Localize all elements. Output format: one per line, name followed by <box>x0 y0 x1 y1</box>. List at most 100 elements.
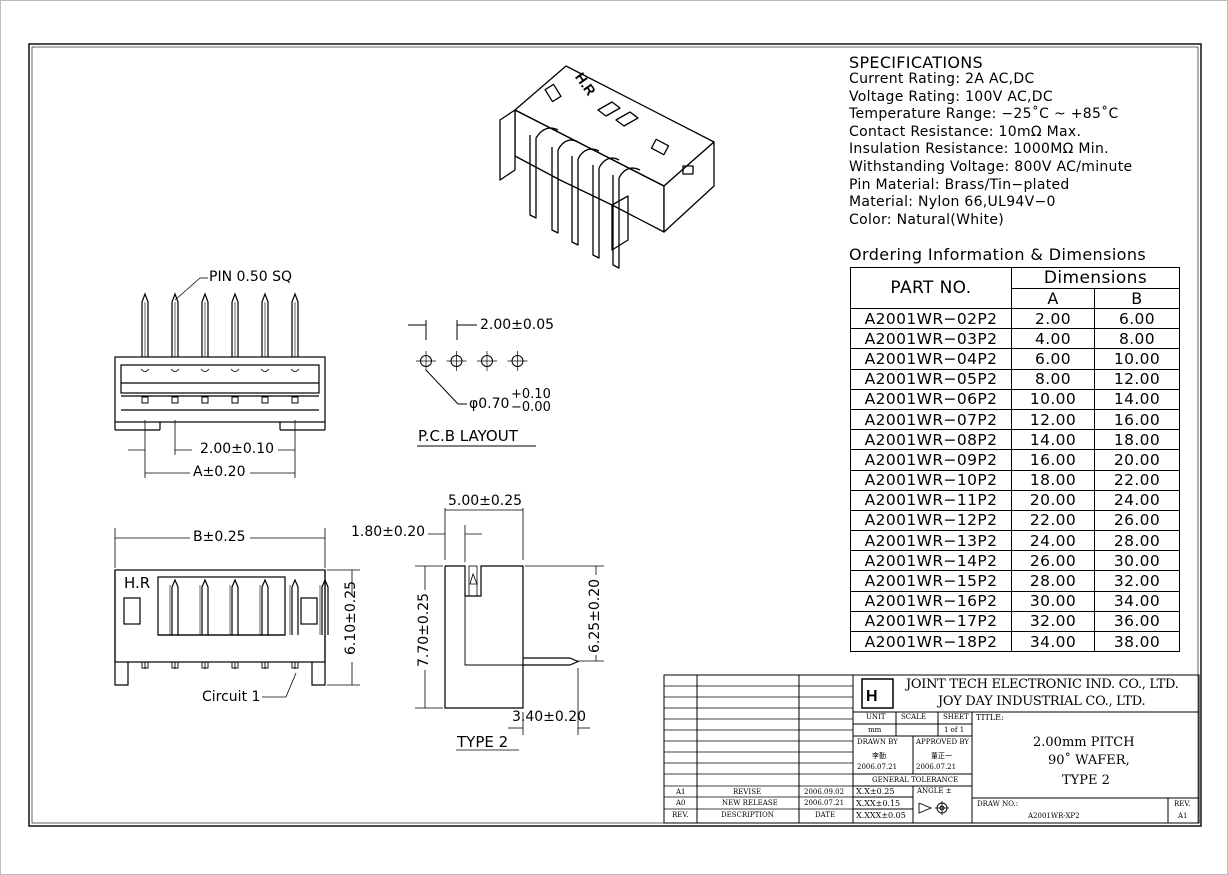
title-line-3: TYPE 2 <box>1062 773 1110 788</box>
outer-border <box>28 43 1202 827</box>
general-tolerance-label: GENERAL TOLERANCE <box>872 776 959 784</box>
part-number-cell: A2001WR−09P2 <box>850 449 1012 471</box>
front-view-pin <box>140 292 150 404</box>
front-view-dims <box>128 277 296 478</box>
front-view-pin <box>290 292 300 404</box>
part-number-cell: A2001WR−04P2 <box>850 348 1012 370</box>
hole-tolerance-minus: −0.00 <box>511 400 551 415</box>
a-dimension-label: A±0.20 <box>193 464 246 480</box>
front-view-pin <box>230 292 240 404</box>
hole-tolerance-plus: +0.10 <box>511 387 551 402</box>
dim-b-cell: 16.00 <box>1094 408 1180 431</box>
dim-a-cell: 30.00 <box>1011 590 1095 612</box>
approved-by-label: APPROVED BY <box>916 738 970 746</box>
rev-row-1-desc: REVISE <box>733 788 762 796</box>
rev-row-1-date: 2006.09.02 <box>804 788 845 796</box>
dim-a-cell: 8.00 <box>1011 368 1095 390</box>
specifications: SPECIFICATIONS Current Rating: 2A AC,DC … <box>849 54 1132 229</box>
spec-line: Contact Resistance: 10mΩ Max. <box>849 123 1082 140</box>
spec-line: Insulation Resistance: 1000MΩ Min. <box>849 141 1109 158</box>
company-name-1: JOINT TECH ELECTRONIC IND. CO., LTD. <box>906 677 1179 692</box>
part-number-cell: A2001WR−11P2 <box>850 489 1012 511</box>
dim-b-cell: 6.00 <box>1094 307 1180 330</box>
angle-label: ANGLE ± <box>917 787 952 795</box>
draw-no-value: A2001WR-XP2 <box>1028 812 1080 820</box>
spec-line: Color: Natural(White) <box>849 211 1005 228</box>
part-number-cell: A2001WR−18P2 <box>850 630 1012 653</box>
drawn-by-name: 李勤 <box>872 752 886 760</box>
top-view-pin <box>201 578 239 669</box>
pcb-hole <box>507 351 528 371</box>
top-view-dims <box>114 528 360 698</box>
tolerance-1: X.X±0.25 <box>856 787 895 796</box>
col-a: A <box>1011 288 1095 309</box>
front-view-pin <box>200 292 210 404</box>
spec-line: Current Rating: 2A AC,DC <box>849 71 1035 87</box>
col-part-no: PART NO. <box>850 267 1012 309</box>
pitch-tolerance-label: 2.00±0.10 <box>200 441 275 457</box>
dim-a-cell: 18.00 <box>1011 469 1095 491</box>
dim-b-cell: 36.00 <box>1094 610 1180 633</box>
front-view-pin <box>260 292 270 404</box>
dim-b-cell: 8.00 <box>1094 328 1180 350</box>
rev-row-2-rev: A0 <box>676 799 686 807</box>
title-block <box>663 674 1200 824</box>
tolerance-3: X.XXX±0.05 <box>856 811 906 820</box>
approved-date: 2006.07.21 <box>916 763 957 771</box>
isometric-connector-view <box>499 65 715 269</box>
part-number-cell: A2001WR−16P2 <box>850 590 1012 612</box>
dim-a-cell: 12.00 <box>1011 408 1095 431</box>
top-view-pin <box>171 578 209 669</box>
dim-b-cell: 18.00 <box>1094 429 1180 451</box>
top-view <box>114 569 329 686</box>
col-dimensions: Dimensions <box>1011 267 1180 289</box>
height-610-label: 6.10±0.25 <box>343 580 359 655</box>
part-number-cell: A2001WR−17P2 <box>850 610 1012 633</box>
type2-caption: TYPE 2 <box>457 733 509 751</box>
rev-header-description: DESCRIPTION <box>721 811 774 819</box>
part-number-cell: A2001WR−03P2 <box>850 328 1012 350</box>
title-line-2: 90˚ WAFER, <box>1048 753 1130 768</box>
spec-line: Temperature Range: −25˚C ~ +85˚C <box>849 106 1119 123</box>
inner-border <box>31 46 1199 824</box>
pcb-layout-caption: P.C.B LAYOUT <box>418 427 518 445</box>
dim-625-label: 6.25±0.20 <box>587 578 603 653</box>
drawn-by-label: DRAWN BY <box>857 738 898 746</box>
dim-b-cell: 30.00 <box>1094 550 1180 572</box>
top-view-pin <box>231 578 269 669</box>
rev-row-2-desc: NEW RELEASE <box>722 799 778 807</box>
part-number-cell: A2001WR−14P2 <box>850 550 1012 572</box>
part-number-cell: A2001WR−02P2 <box>850 307 1012 330</box>
rev-row-1-rev: A1 <box>676 788 686 796</box>
pcb-hole <box>477 351 497 371</box>
dim-b-cell: 26.00 <box>1094 509 1180 532</box>
dim-b-cell: 38.00 <box>1094 630 1180 653</box>
dim-a-cell: 34.00 <box>1011 630 1095 653</box>
dim-b-cell: 28.00 <box>1094 530 1180 552</box>
sheet-label: SHEET <box>943 713 969 721</box>
part-number-cell: A2001WR−06P2 <box>850 388 1012 410</box>
dim-a-cell: 20.00 <box>1011 489 1095 511</box>
spec-line: Withstanding Voltage: 800V AC/minute <box>849 158 1133 175</box>
dim-b-cell: 20.00 <box>1094 449 1180 471</box>
dim-b-cell: 12.00 <box>1094 368 1180 390</box>
col-b: B <box>1094 288 1180 309</box>
company-logo-mark: H <box>866 688 878 705</box>
dim-a-cell: 28.00 <box>1011 570 1095 592</box>
dim-a-cell: 10.00 <box>1011 388 1095 410</box>
unit-value: mm <box>868 726 882 734</box>
side-view-dims <box>415 508 604 751</box>
